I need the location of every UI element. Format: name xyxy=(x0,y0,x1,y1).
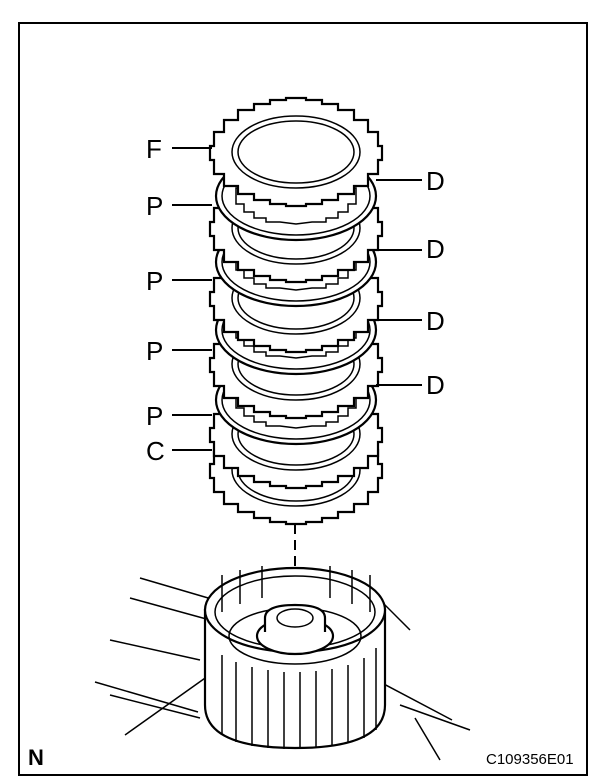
callout-right-3: D xyxy=(426,306,445,336)
figure-code: C109356E01 xyxy=(486,751,574,768)
callout-left-3: P xyxy=(146,266,163,296)
context-lines xyxy=(94,577,471,761)
clutch-plate-stack xyxy=(208,96,384,526)
leader-lines xyxy=(172,147,422,451)
callout-right-4: D xyxy=(426,370,445,400)
illustration-frame xyxy=(18,22,588,776)
callout-left-1: F xyxy=(146,134,162,164)
callout-right-1: D xyxy=(426,166,445,196)
callout-left-2: P xyxy=(146,191,163,221)
callout-left-5: P xyxy=(146,401,163,431)
callout-left-4: P xyxy=(146,336,163,366)
clutch-drum xyxy=(203,566,387,750)
view-marker: N xyxy=(28,745,44,770)
callout-right-2: D xyxy=(426,234,445,264)
callout-left-6: C xyxy=(146,436,165,466)
